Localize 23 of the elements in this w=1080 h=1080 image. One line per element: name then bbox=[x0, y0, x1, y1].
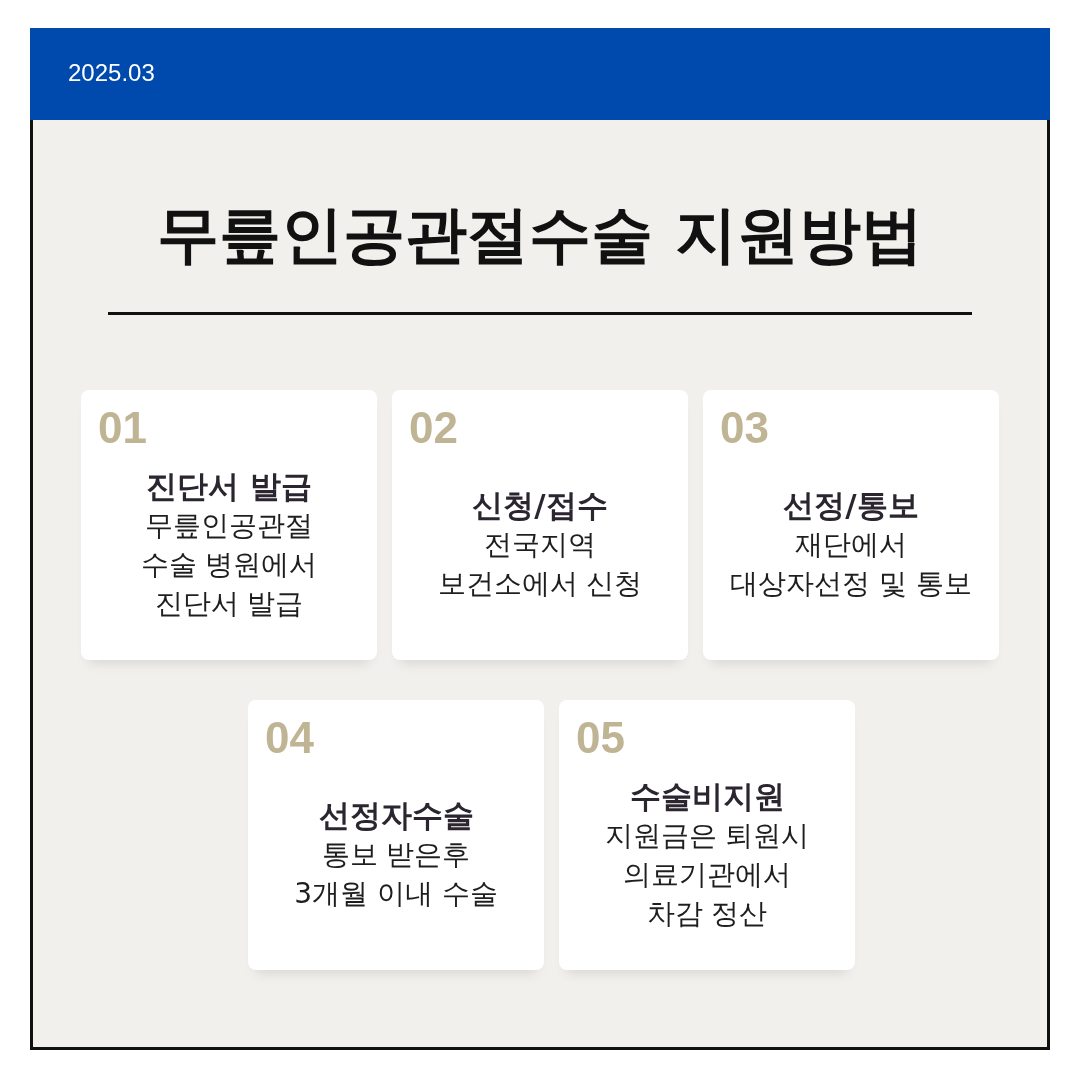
header-band bbox=[30, 28, 1050, 120]
step-card bbox=[703, 390, 999, 660]
step-number: 04 bbox=[265, 716, 314, 760]
step-title: 선정/통보 bbox=[783, 486, 919, 526]
step-card bbox=[559, 700, 855, 970]
step-description: 재단에서 대상자선정 및 통보 bbox=[729, 527, 973, 603]
step-description: 전국지역 보건소에서 신청 bbox=[436, 527, 644, 603]
step-card bbox=[248, 700, 544, 970]
step-number: 03 bbox=[720, 406, 769, 450]
step-title: 선정자수술 bbox=[318, 796, 474, 836]
step-card bbox=[81, 390, 377, 660]
step-description: 통보 받은후 3개월 이내 수술 bbox=[293, 837, 499, 913]
step-number: 02 bbox=[409, 406, 458, 450]
step-description: 무릎인공관절 수술 병원에서 진단서 발급 bbox=[139, 507, 319, 622]
page-title: 무릎인공관절수술 지원방법 bbox=[157, 198, 923, 273]
step-title: 진단서 발급 bbox=[146, 466, 312, 506]
step-number: 01 bbox=[98, 406, 147, 450]
step-card bbox=[392, 390, 688, 660]
step-title: 신청/접수 bbox=[472, 486, 608, 526]
step-number: 05 bbox=[576, 716, 625, 760]
date-text: 2025.03 bbox=[68, 59, 155, 87]
step-description: 지원금은 퇴원시 의료기관에서 차감 정산 bbox=[603, 817, 811, 932]
step-title: 수술비지원 bbox=[629, 776, 785, 816]
